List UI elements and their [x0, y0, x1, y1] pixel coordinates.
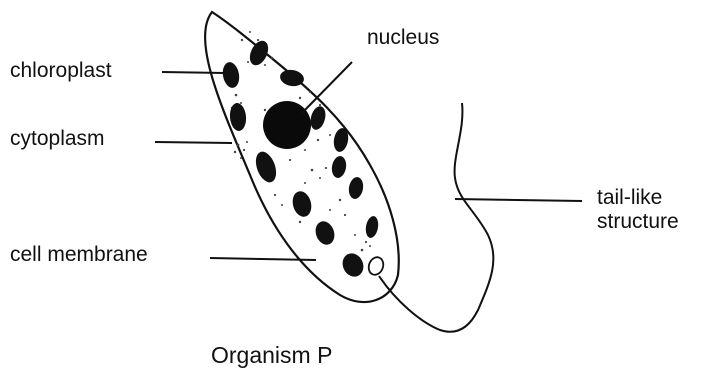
label-nucleus: nucleus — [367, 26, 439, 50]
label-cytoplasm: cytoplasm — [10, 127, 105, 151]
label-cell-membrane: cell membrane — [10, 243, 148, 267]
label-chloroplast: chloroplast — [10, 59, 112, 83]
tail-like-structure — [379, 103, 493, 332]
pointer-tail — [455, 199, 582, 201]
label-tail-line1: tail-like — [597, 186, 679, 210]
pointer-chloroplast — [162, 72, 225, 73]
pointer-nucleus — [302, 62, 352, 113]
nucleus — [263, 101, 311, 149]
pointer-cytoplasm — [155, 142, 232, 143]
label-tail-like-structure: tail-like structure — [597, 186, 679, 233]
label-tail-line2: structure — [597, 210, 679, 234]
diagram-caption: Organism P — [211, 343, 332, 369]
